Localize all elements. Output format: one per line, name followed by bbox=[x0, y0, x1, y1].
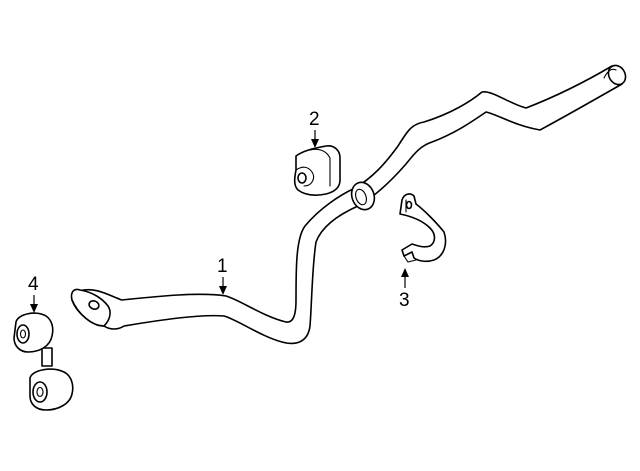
callout-4: 4 bbox=[28, 274, 39, 313]
bushing-bracket bbox=[399, 193, 447, 263]
callout-4-number: 4 bbox=[28, 274, 39, 295]
stabilizer-link bbox=[13, 312, 74, 411]
callout-3: 3 bbox=[399, 268, 410, 311]
callout-1-number: 1 bbox=[217, 256, 228, 277]
callout-3-number: 3 bbox=[399, 290, 410, 311]
callout-2-number: 2 bbox=[309, 109, 320, 130]
callout-2: 2 bbox=[309, 109, 320, 148]
bar-collar bbox=[350, 181, 376, 211]
callout-1: 1 bbox=[217, 256, 228, 295]
stabilizer-bushing bbox=[293, 145, 341, 196]
stabilizer-bar bbox=[70, 64, 627, 345]
